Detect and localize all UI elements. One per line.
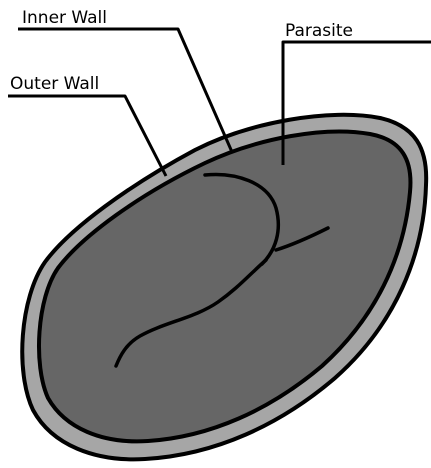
parasite-label: Parasite <box>285 21 353 41</box>
parasite-body <box>39 132 410 442</box>
outer-wall-leader <box>8 96 166 176</box>
inner-wall-label: Inner Wall <box>22 8 107 28</box>
outer-wall-label: Outer Wall <box>10 74 99 94</box>
